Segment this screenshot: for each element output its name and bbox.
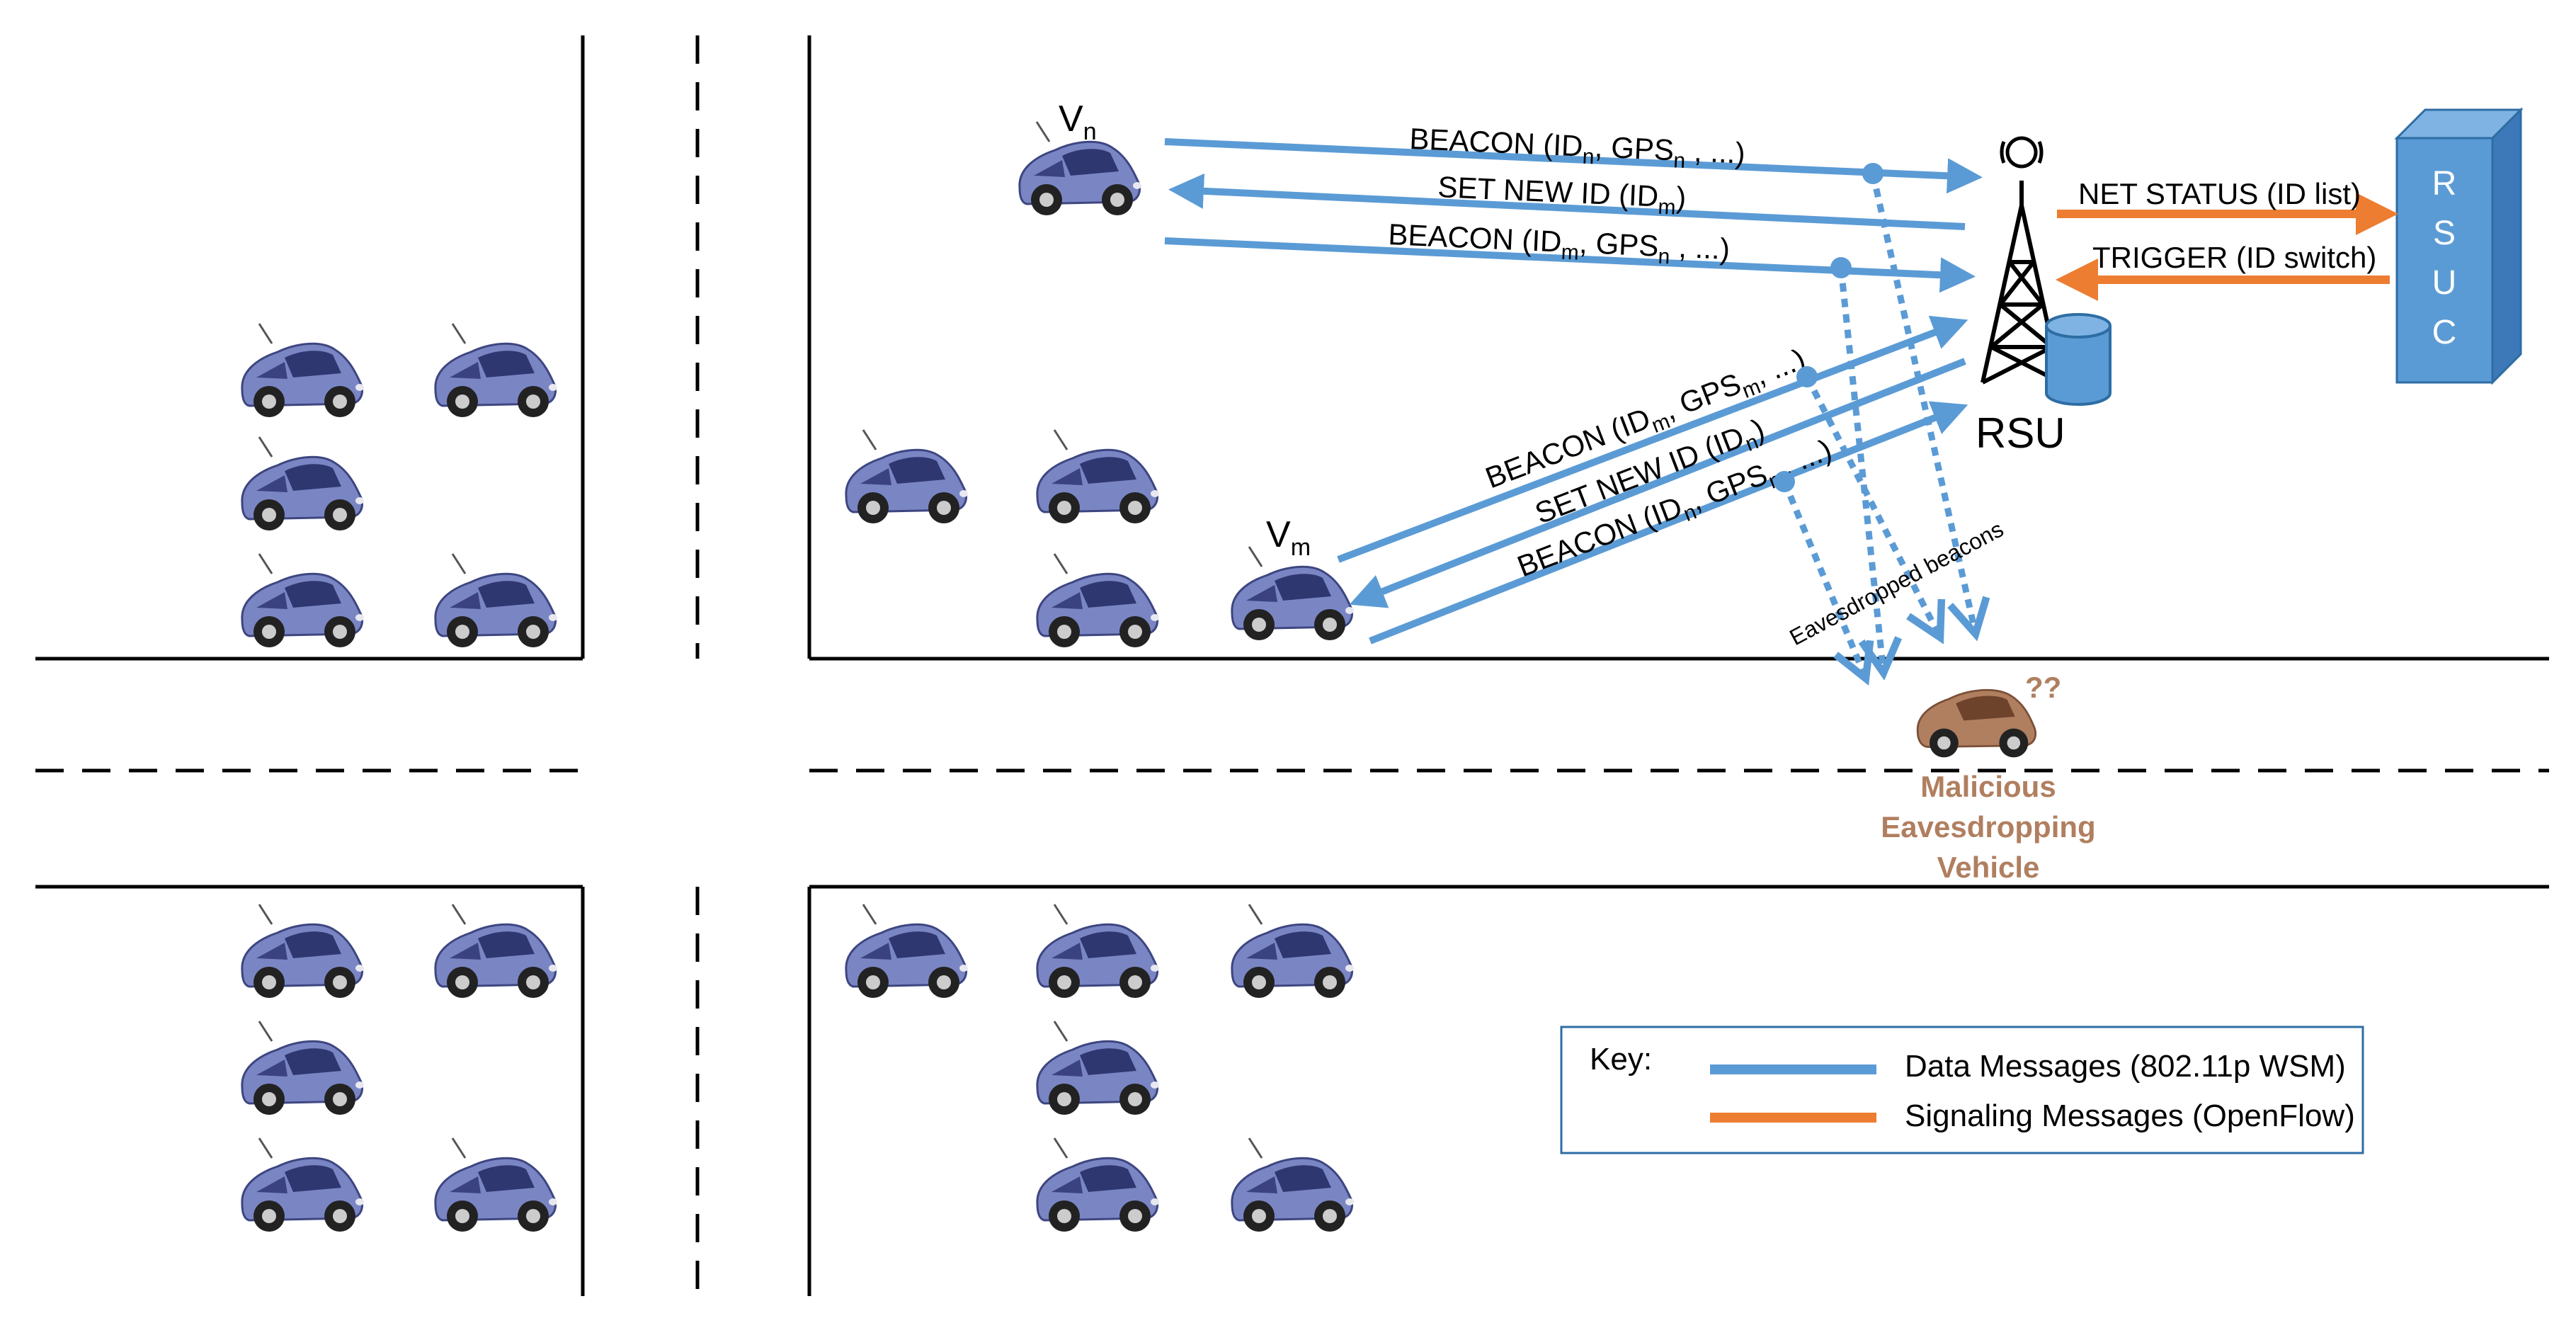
- car-icon: [1036, 903, 1161, 999]
- vehicle-vm: Vm: [1231, 514, 1355, 642]
- vm-label: Vm: [1266, 514, 1311, 561]
- eavesdrop-nodes: [1774, 163, 1883, 492]
- car-icon: [241, 552, 365, 649]
- car-icon: [1036, 428, 1161, 525]
- msg-set-new-id-vn: SET NEW ID (IDm): [1437, 170, 1687, 220]
- car-icon: [1036, 1020, 1161, 1116]
- malicious-line2: Eavesdropping: [1881, 810, 2095, 844]
- car-icon: [241, 322, 365, 419]
- car-icon: [845, 903, 969, 999]
- vehicle-vn: Vn: [1018, 98, 1143, 217]
- net-status-label: NET STATUS (ID list): [2078, 177, 2361, 210]
- signaling-arrows: NET STATUS (ID list) TRIGGER (ID switch): [2056, 177, 2398, 301]
- malicious-line3: Vehicle: [1937, 851, 2040, 884]
- msg-beacon-vn-2: BEACON (IDm, GPSn , ...): [1387, 217, 1731, 271]
- road-markings: [35, 35, 2549, 1296]
- parked-cars: [241, 322, 1355, 1233]
- key-title: Key:: [1590, 1042, 1652, 1077]
- car-icon: [434, 903, 559, 999]
- car-icon: [434, 1137, 559, 1233]
- car-icon: [1231, 1137, 1355, 1233]
- car-icon: [434, 322, 559, 419]
- car-icon: [241, 436, 365, 532]
- car-icon: [845, 428, 969, 525]
- car-icon: [434, 552, 559, 649]
- car-icon: [1036, 552, 1161, 649]
- malicious-car-icon: [1916, 688, 2037, 759]
- rsu-label: RSU: [1976, 409, 2065, 457]
- vn-label: Vn: [1059, 98, 1097, 145]
- database-icon: [2045, 313, 2111, 406]
- eavesdrop-paths: [1781, 173, 1976, 678]
- malicious-question: ??: [2025, 671, 2061, 704]
- rsuc-letter: U: [2432, 264, 2457, 302]
- rsu-tower: [1981, 136, 2063, 385]
- car-icon: [1036, 1137, 1161, 1233]
- trigger-label: TRIGGER (ID switch): [2092, 241, 2376, 274]
- car-icon: [241, 1020, 365, 1116]
- rsuc-letter: R: [2432, 165, 2457, 203]
- car-icon: [241, 1137, 365, 1233]
- msg-beacon-vn: BEACON (IDn, GPSn , ...): [1408, 122, 1745, 176]
- car-icon: [1231, 903, 1355, 999]
- rsuc-letter: S: [2433, 215, 2456, 252]
- rsuc-letter: C: [2432, 314, 2457, 351]
- key-legend: Key: Data Messages (802.11p WSM) Signali…: [1560, 1026, 2364, 1154]
- malicious-line1: Malicious: [1920, 770, 2056, 803]
- vn-message-arrows: BEACON (IDn, GPSn , ...) SET NEW ID (IDm…: [1164, 122, 1983, 293]
- key-data-label: Data Messages (802.11p WSM): [1905, 1049, 2346, 1084]
- rsuc-controller: R S U C: [2394, 107, 2524, 385]
- malicious-vehicle: ?? Malicious Eavesdropping Vehicle: [1881, 671, 2095, 884]
- car-icon: [241, 903, 365, 999]
- key-signal-label: Signaling Messages (OpenFlow): [1905, 1098, 2355, 1133]
